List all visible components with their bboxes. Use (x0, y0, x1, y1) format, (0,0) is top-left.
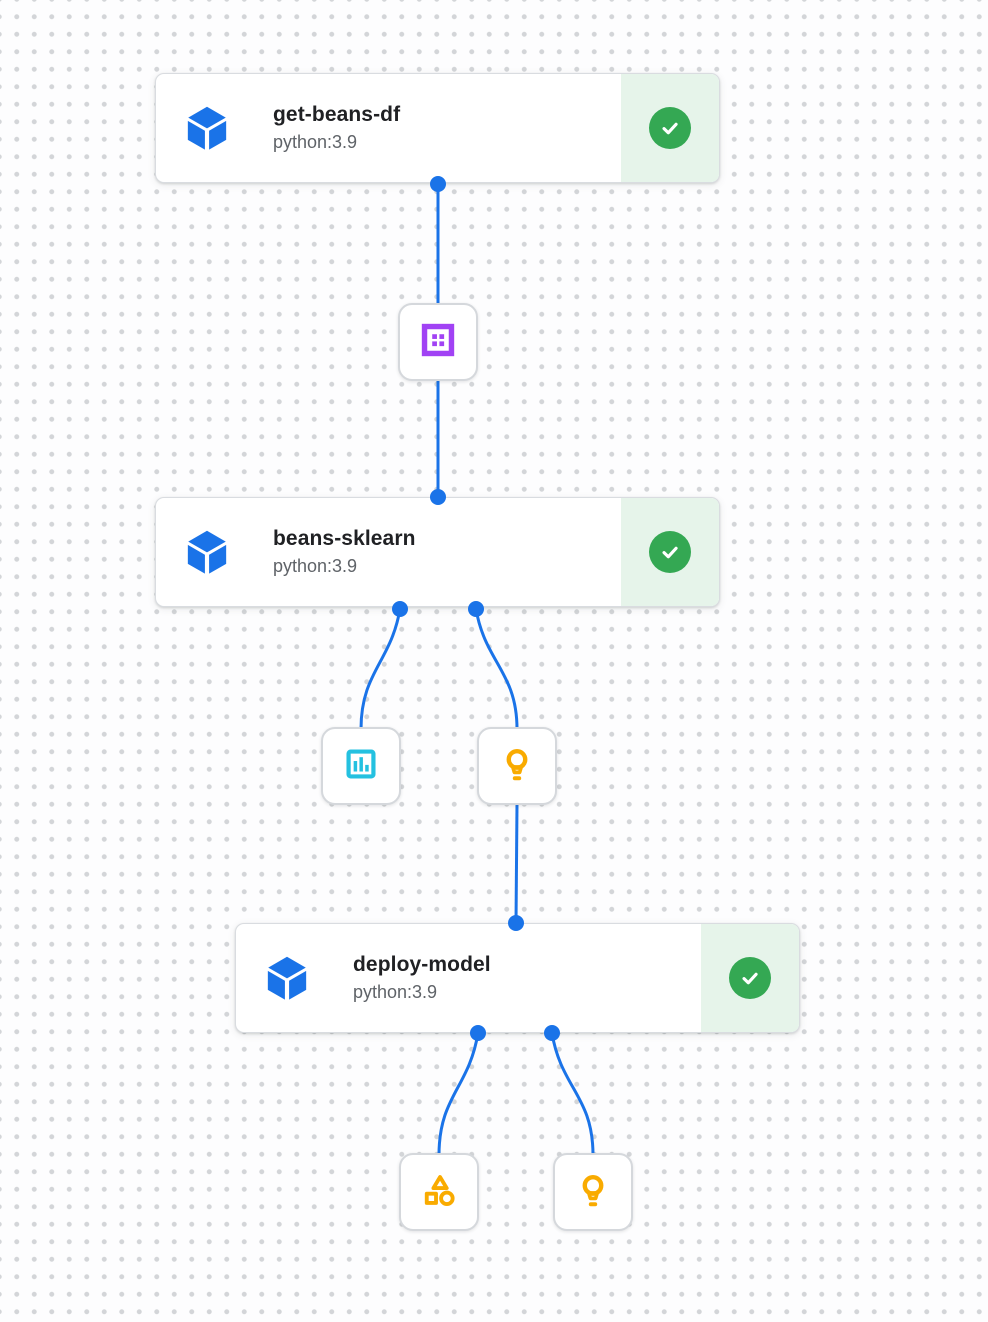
success-check-icon (649, 531, 691, 573)
status-section (621, 498, 719, 606)
edge-deploymodel-model2 (550, 1032, 595, 1156)
task-node-body: get-beans-df python:3.9 (156, 74, 621, 182)
task-node-get-beans-df[interactable]: get-beans-df python:3.9 (155, 73, 720, 183)
artifact-node-model-2[interactable] (553, 1153, 633, 1231)
task-node-beans-sklearn[interactable]: beans-sklearn python:3.9 (155, 497, 720, 607)
success-check-icon (649, 107, 691, 149)
node-title: beans-sklearn (273, 526, 416, 550)
edge-deploymodel-artifact (437, 1032, 480, 1156)
model-icon (496, 743, 538, 790)
node-title: deploy-model (353, 952, 491, 976)
edge-beanssklearn-metrics (359, 608, 402, 730)
component-cube-icon (182, 100, 232, 156)
node-subtitle: python:3.9 (273, 131, 358, 152)
node-title: get-beans-df (273, 102, 401, 126)
task-node-body: beans-sklearn python:3.9 (156, 498, 621, 606)
component-cube-icon (182, 524, 232, 580)
status-section (701, 924, 799, 1032)
model-icon (572, 1169, 614, 1216)
node-subtitle: python:3.9 (273, 555, 358, 576)
node-subtitle: python:3.9 (353, 981, 438, 1002)
artifact-node-metrics[interactable] (321, 727, 401, 805)
edge-model1-deploymodel (514, 803, 519, 924)
success-check-icon (729, 957, 771, 999)
artifact-icon (418, 1169, 460, 1216)
task-node-body: deploy-model python:3.9 (236, 924, 701, 1032)
task-node-deploy-model[interactable]: deploy-model python:3.9 (235, 923, 800, 1033)
artifact-node-artifact[interactable] (399, 1153, 479, 1231)
component-cube-icon (262, 950, 312, 1006)
artifact-node-dataset[interactable] (398, 303, 478, 381)
dataset-icon (417, 319, 459, 366)
edge-beanssklearn-model1 (474, 608, 519, 730)
artifact-node-model-1[interactable] (477, 727, 557, 805)
metrics-icon (340, 743, 382, 790)
status-section (621, 74, 719, 182)
